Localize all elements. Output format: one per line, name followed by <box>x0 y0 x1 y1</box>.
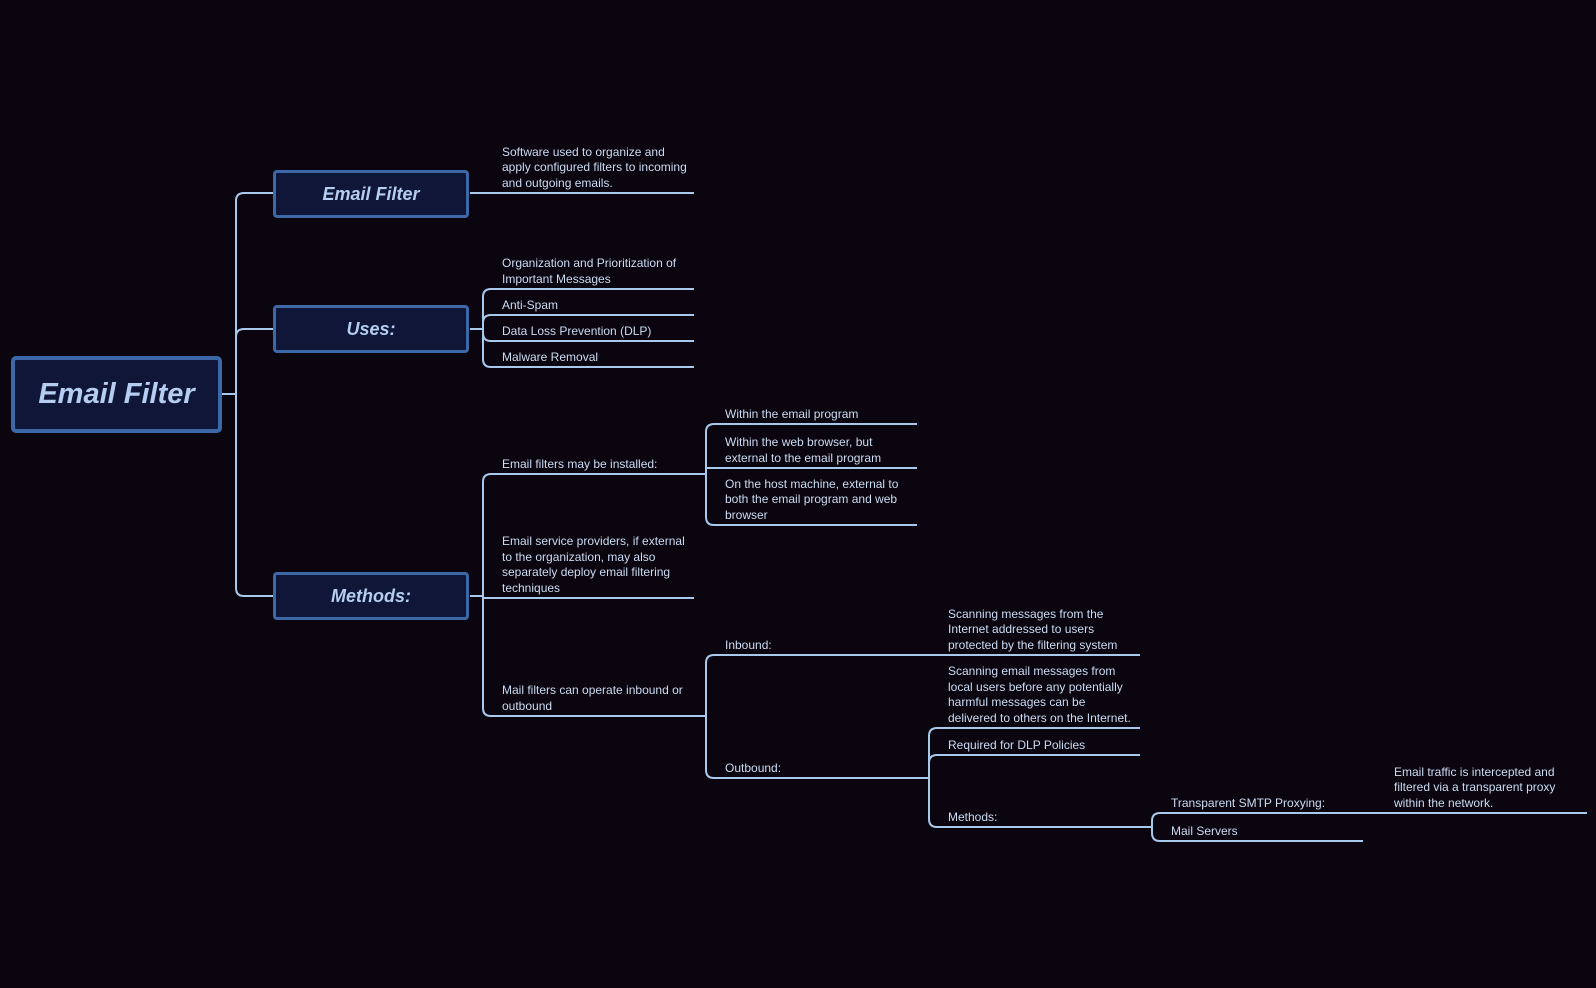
definition-node[interactable]: Email Filter <box>273 170 469 218</box>
installed-item-3: On the host machine, external to both th… <box>725 476 899 522</box>
installed-item-1: Within the email program <box>725 406 859 421</box>
connector-methods-installed <box>482 473 706 596</box>
connector-root-methods <box>235 394 273 597</box>
connector-outbound-methods <box>928 778 1152 828</box>
installed-item-2: Within the web browser, but external to … <box>725 435 882 465</box>
uses-node[interactable]: Uses: <box>273 305 469 353</box>
connector-installed-2 <box>705 467 917 474</box>
connector-root-definition <box>235 192 273 394</box>
smtp-desc: Email traffic is intercepted and filtere… <box>1394 764 1556 810</box>
methods-node[interactable]: Methods: <box>273 572 469 620</box>
uses-item-4: Malware Removal <box>502 349 599 364</box>
connector-methods-direction <box>482 596 706 717</box>
connector-installed-3 <box>705 474 917 526</box>
methods-providers-text: Email service providers, if external to … <box>502 534 685 595</box>
uses-item-3: Data Loss Prevention (DLP) <box>502 323 652 338</box>
uses-item-2: Anti-Spam <box>502 297 559 312</box>
direction-outbound-label: Outbound: <box>725 760 782 775</box>
connector-direction-outbound <box>705 716 929 779</box>
root-node[interactable]: Email Filter <box>11 356 222 433</box>
uses-item-1: Organization and Prioritization of Impor… <box>502 256 677 286</box>
outbound-methods-label: Methods: <box>948 809 998 824</box>
outbound-dlp: Required for DLP Policies <box>948 737 1086 752</box>
connector-methods-servers <box>1151 827 1363 842</box>
mail-servers-label: Mail Servers <box>1171 823 1238 838</box>
methods-direction-label: Mail filters can operate inbound or outb… <box>502 683 683 713</box>
connector-outbound-desc <box>928 727 1140 778</box>
smtp-proxying-label: Transparent SMTP Proxying: <box>1171 795 1326 810</box>
connector-uses-item-2 <box>482 314 694 329</box>
connector-direction-inbound <box>705 654 1140 716</box>
connector-uses-item-4 <box>482 329 694 368</box>
definition-text: Software used to organize and apply conf… <box>502 144 687 190</box>
connector-installed-1 <box>705 423 917 474</box>
outbound-desc: Scanning email messages from local users… <box>948 664 1131 725</box>
inbound-desc: Scanning messages from the Internet addr… <box>948 606 1118 652</box>
connector-outbound-dlp <box>928 754 1140 778</box>
methods-installed-label: Email filters may be installed: <box>502 456 658 471</box>
direction-inbound-label: Inbound: <box>725 637 772 652</box>
connector-uses-item-1 <box>482 288 694 329</box>
connector-methods-providers <box>482 596 694 599</box>
connector-methods-smtp <box>1151 812 1363 827</box>
connector-root-uses <box>235 328 273 394</box>
